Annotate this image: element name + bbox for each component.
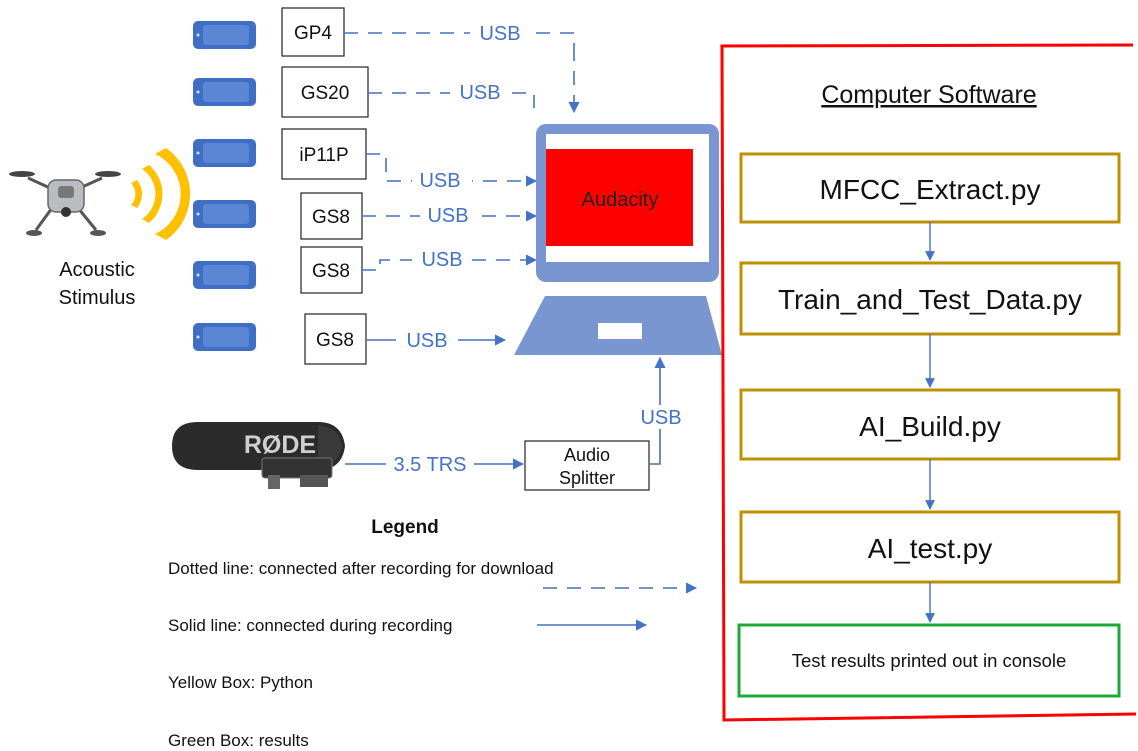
usb-label: USB [421, 249, 462, 271]
sound-wave-icon [131, 148, 191, 240]
connector-gp4 [344, 32, 575, 47]
result-box: Test results printed out in console [737, 623, 1121, 698]
usb-label: USB [479, 23, 520, 45]
phone-icon [193, 323, 256, 351]
python-step-box: AI_Build.py [739, 388, 1121, 461]
python-step-box: Train_and_Test_Data.py [739, 261, 1121, 336]
splitter-label-line2: Splitter [559, 468, 615, 488]
mic-brand: RØDE [244, 431, 316, 459]
audacity-screen [546, 149, 693, 246]
splitter-label-line1: Audio [564, 445, 610, 465]
usb-label: USB [406, 330, 447, 352]
legend-item-green: Green Box: results [168, 731, 309, 750]
step-label: MFCC_Extract.py [820, 174, 1041, 205]
trs-label: 3.5 TRS [394, 454, 467, 476]
usb-label: USB [640, 407, 681, 429]
usb-label: USB [427, 205, 468, 227]
device-label: GS8 [312, 207, 350, 228]
device-box-gs20: GS20 [281, 66, 369, 118]
stimulus-label-line1: Acoustic [59, 259, 135, 281]
legend-item-solid: Solid line: connected during recording [168, 616, 452, 635]
device-label: GS8 [312, 261, 350, 282]
device-label: GS20 [301, 83, 350, 104]
drone-icon [9, 171, 121, 236]
laptop-icon [514, 124, 722, 355]
phone-icon [193, 200, 256, 228]
phone-icon [193, 261, 256, 289]
python-step-box: AI_test.py [739, 510, 1121, 584]
device-box-gs8-2: GS8 [300, 246, 363, 294]
software-title: Computer Software [821, 81, 1036, 109]
device-label: GS8 [316, 330, 354, 351]
audacity-label: Audacity [582, 189, 659, 211]
device-box-ip11p: iP11P [281, 128, 367, 180]
usb-label: USB [419, 170, 460, 192]
phone-icon [193, 21, 256, 49]
connector-splitter [649, 356, 666, 465]
stimulus-label-line2: Stimulus [59, 287, 136, 309]
software-panel-border [720, 43, 1137, 722]
usb-label: USB [459, 82, 500, 104]
python-step-box: MFCC_Extract.py [739, 152, 1121, 224]
device-label: GP4 [294, 23, 332, 44]
legend-item-dotted: Dotted line: connected after recording f… [168, 559, 554, 578]
connector-gs20 [368, 92, 535, 108]
device-box-gs8-1: GS8 [300, 192, 363, 240]
device-box-gs8-3: GS8 [304, 313, 367, 365]
result-label: Test results printed out in console [792, 650, 1067, 671]
legend-item-yellow: Yellow Box: Python [168, 673, 313, 692]
step-label: Train_and_Test_Data.py [778, 284, 1082, 315]
microphone-icon: RØDE [172, 422, 345, 489]
device-label: iP11P [299, 145, 348, 166]
step-label: AI_test.py [868, 533, 993, 564]
phone-icon [193, 139, 256, 167]
phone-icon [193, 78, 256, 106]
device-box-gp4: GP4 [281, 7, 345, 57]
step-label: AI_Build.py [859, 411, 1001, 442]
legend-title: Legend [371, 517, 439, 538]
audio-splitter-box: Audio Splitter [524, 440, 650, 491]
